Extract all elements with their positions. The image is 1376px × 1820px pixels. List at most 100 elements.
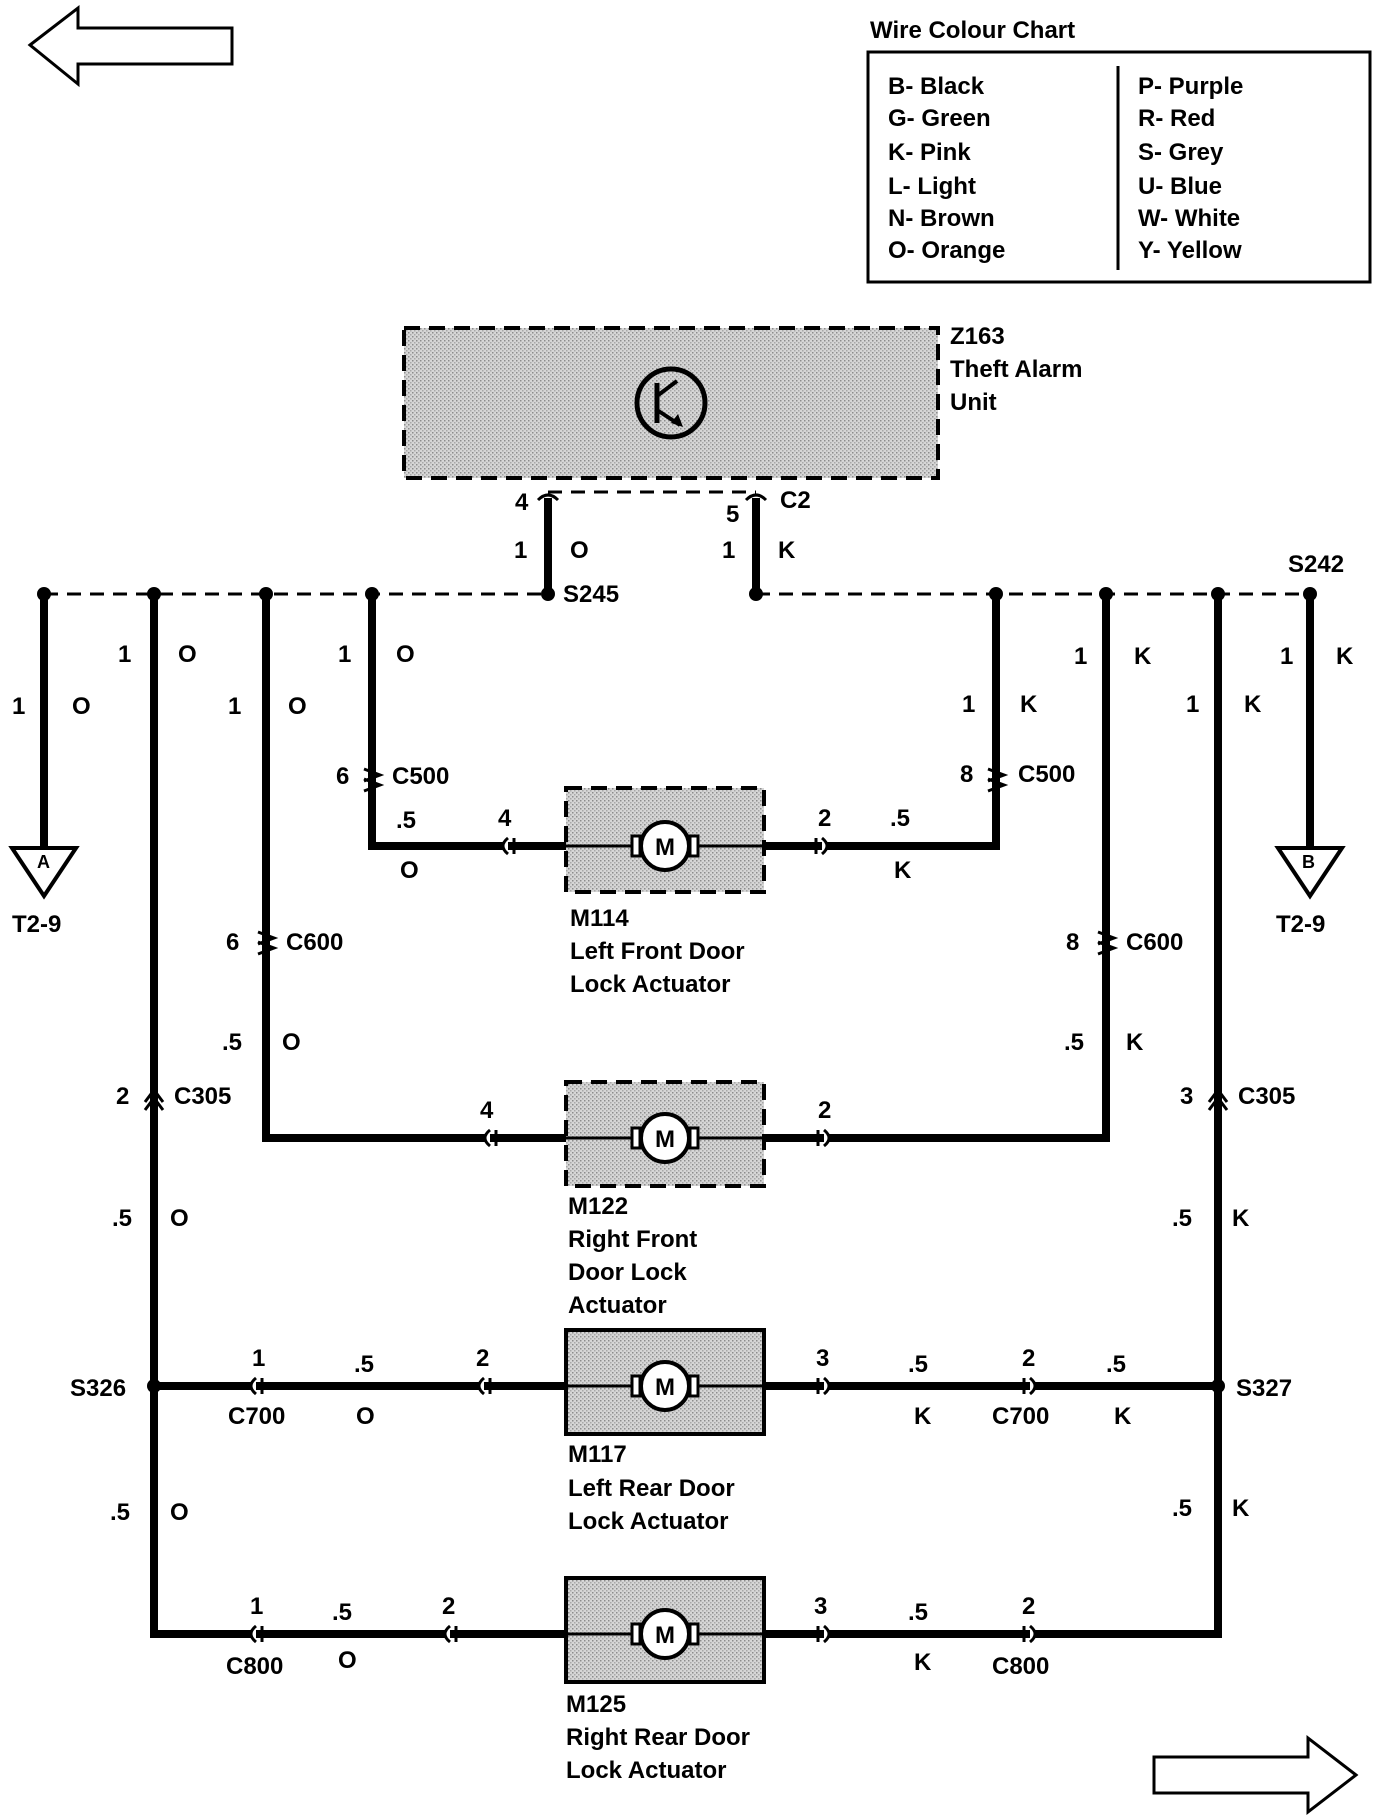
wire-color: K [1020,691,1038,718]
motor-symbol: M [655,1126,675,1153]
wire-size: 1 [514,537,527,564]
connector-c600-left [257,930,279,956]
splice-s326: S326 [70,1375,126,1402]
connector-c700-left [249,1376,264,1396]
wire-size: .5 [1172,1495,1192,1522]
wire-size: .5 [908,1599,928,1626]
connector-c800-left [249,1624,264,1644]
wire-size: 1 [722,537,735,564]
wire-size: .5 [222,1029,242,1056]
right-rear-door-lock-actuator: M [564,1576,766,1684]
wire-size: .5 [354,1351,374,1378]
wire-color: O [396,641,415,668]
motor-icon: M [630,1608,700,1660]
wire-color: K [1232,1495,1250,1522]
connector-label: C700 [228,1403,285,1430]
component-name: Lock Actuator [570,971,730,998]
wire-size: 1 [338,641,351,668]
component-name: Lock Actuator [566,1757,726,1784]
connector-label: C700 [992,1403,1049,1430]
wire-color: O [356,1403,375,1430]
wire-size: 1 [962,691,975,718]
component-id: M122 [568,1193,628,1220]
pin-label: 6 [226,929,239,956]
connector-c305-left [143,1087,165,1111]
wire-size: .5 [1172,1205,1192,1232]
connector-c700-right [1022,1376,1037,1396]
connector-m114-left [501,836,516,856]
wire-color: K [914,1649,932,1676]
connector-label: C500 [392,763,449,790]
wire-size: 1 [12,693,25,720]
pin-label: 2 [1022,1593,1035,1620]
pin-label: 1 [252,1345,265,1372]
component-id: M117 [568,1441,627,1468]
connector-c305-right [1207,1087,1229,1111]
motor-icon: M [630,1112,700,1164]
connector-label: C800 [992,1653,1049,1680]
wire-size: .5 [112,1205,132,1232]
wire-size: .5 [1064,1029,1084,1056]
component-name: Door Lock [568,1259,687,1286]
component-name: Lock Actuator [568,1508,728,1535]
right-arrow-icon[interactable] [1152,1734,1359,1816]
legend-item: U- Blue [1138,173,1222,200]
pin-label: 8 [960,761,973,788]
offpage-connector-b: B T2-9 [1274,846,1346,938]
component-name: Left Rear Door [568,1475,735,1502]
motor-icon: M [630,820,700,872]
connector-label: C800 [226,1653,283,1680]
pin-label: 8 [1066,929,1079,956]
wire-colour-legend: Wire Colour Chart B- Black G- Green K- P… [866,17,1372,284]
wire-color: O [282,1029,301,1056]
offpage-ref: T2-9 [12,911,61,938]
legend-title: Wire Colour Chart [870,17,1075,44]
splice-s245: S245 [563,581,619,608]
pin-label: 2 [818,805,831,832]
wire-size: .5 [890,805,910,832]
left-arrow-icon[interactable] [27,4,234,88]
left-rear-door-lock-actuator: M [564,1328,766,1436]
wire-color: K [1232,1205,1250,1232]
legend-item: G- Green [888,105,991,132]
wire-color: O [170,1205,189,1232]
wire-color: O [288,693,307,720]
wire-color: K [1126,1029,1144,1056]
pin-label: 3 [1180,1083,1193,1110]
wire-size: .5 [908,1351,928,1378]
motor-symbol: M [655,834,675,861]
component-id: M125 [566,1691,626,1718]
legend-item: S- Grey [1138,139,1224,166]
pin-label: 4 [515,489,529,516]
left-front-door-lock-actuator: M [564,786,766,894]
splice-s242: S242 [1288,551,1344,578]
connector-label: C305 [1238,1083,1295,1110]
connector-label: C305 [174,1083,231,1110]
component-name: Right Rear Door [566,1724,750,1751]
motor-icon: M [630,1360,700,1412]
legend-item: P- Purple [1138,73,1243,100]
wire-color: K [1134,643,1152,670]
legend-item: W- White [1138,205,1240,232]
pin-label: 3 [814,1593,827,1620]
pin-label: 4 [480,1097,494,1124]
connector-m122-left [483,1128,498,1148]
legend-item: K- Pink [888,139,971,166]
pin-label: 4 [498,805,512,832]
legend-item: Y- Yellow [1138,237,1242,264]
wire-color: O [400,857,419,884]
wire-size: 1 [1186,691,1199,718]
wire-color: O [570,537,589,564]
right-front-door-lock-actuator: M [564,1080,766,1188]
offpage-connector-a: A T2-9 [8,846,80,938]
connector-c2: 4 5 C2 1 O 1 K [514,487,811,564]
pin-label: 1 [250,1593,263,1620]
pin-label: 6 [336,763,349,790]
wire-color: O [178,641,197,668]
wire-size: .5 [1106,1351,1126,1378]
offpage-ref: T2-9 [1276,911,1325,938]
wire-size: 1 [1280,643,1293,670]
wire-size: .5 [110,1499,130,1526]
wire-size: .5 [332,1599,352,1626]
